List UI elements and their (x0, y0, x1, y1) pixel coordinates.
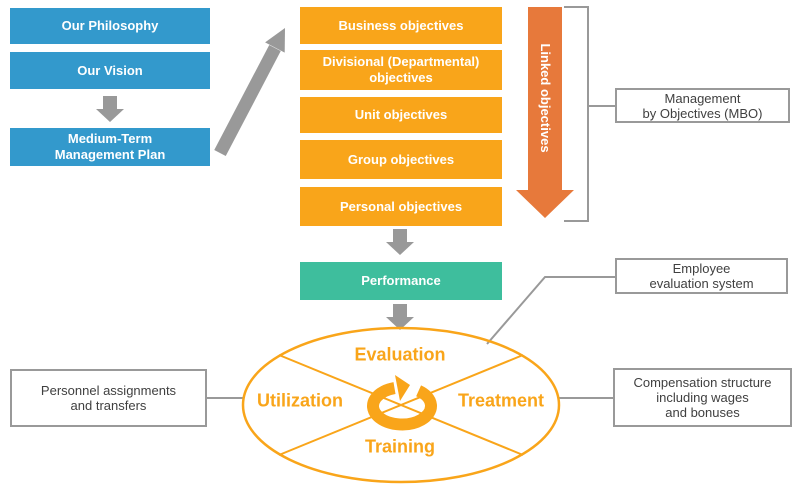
mbo-bracket (564, 6, 589, 222)
cycle-arrow-icon (367, 375, 437, 431)
unit-objectives-box: Unit objectives (300, 97, 502, 133)
compensation-box: Compensation structure including wages a… (613, 368, 792, 427)
medium-term-plan-label: Medium-Term Management Plan (54, 131, 166, 162)
cycle-ellipse (241, 326, 561, 484)
cycle-evaluation-label: Evaluation (354, 344, 446, 365)
personal-objectives-label: Personal objectives (339, 198, 463, 214)
block-down-arrow-icon (386, 229, 414, 255)
philosophy-label: Our Philosophy (61, 18, 159, 33)
cycle-training-label: Training (364, 436, 436, 457)
personnel-label: Personnel assignments and transfers (40, 383, 177, 413)
block-down-arrow-icon (386, 304, 414, 330)
linked-objectives-label: Linked objectives (538, 43, 553, 153)
linked-objectives-arrow-icon (516, 7, 574, 218)
vision-box: Our Vision (10, 52, 210, 89)
divisional-objectives-label: Divisional (Departmental) objectives (322, 54, 480, 85)
philosophy-box: Our Philosophy (10, 8, 210, 44)
business-objectives-box: Business objectives (300, 7, 502, 44)
employee-evaluation-label: Employee evaluation system (649, 261, 754, 291)
divisional-objectives-box: Divisional (Departmental) objectives (300, 50, 502, 90)
mbo-annotation-label: Management by Objectives (MBO) (642, 90, 763, 121)
performance-box: Performance (300, 262, 502, 300)
personal-objectives-box: Personal objectives (300, 187, 502, 226)
personnel-box: Personnel assignments and transfers (10, 369, 207, 427)
employee-evaluation-box: Employee evaluation system (615, 258, 788, 294)
cycle-treatment-label: Treatment (457, 390, 545, 411)
block-down-arrow-icon (96, 96, 124, 122)
unit-objectives-label: Unit objectives (354, 107, 448, 122)
medium-term-plan-box: Medium-Term Management Plan (10, 128, 210, 166)
performance-label: Performance (361, 273, 441, 288)
employee-evaluation-connector-line (486, 276, 615, 345)
mbo-annotation-box: Management by Objectives (MBO) (615, 88, 790, 123)
vision-label: Our Vision (77, 62, 143, 78)
cycle-utilization-label: Utilization (257, 390, 343, 411)
group-objectives-label: Group objectives (347, 151, 455, 167)
diagonal-up-arrow-icon (214, 28, 285, 157)
business-objectives-label: Business objectives (338, 17, 464, 33)
group-objectives-box: Group objectives (300, 140, 502, 179)
compensation-label: Compensation structure including wages a… (633, 375, 772, 420)
cycle-divider-line (278, 354, 524, 456)
